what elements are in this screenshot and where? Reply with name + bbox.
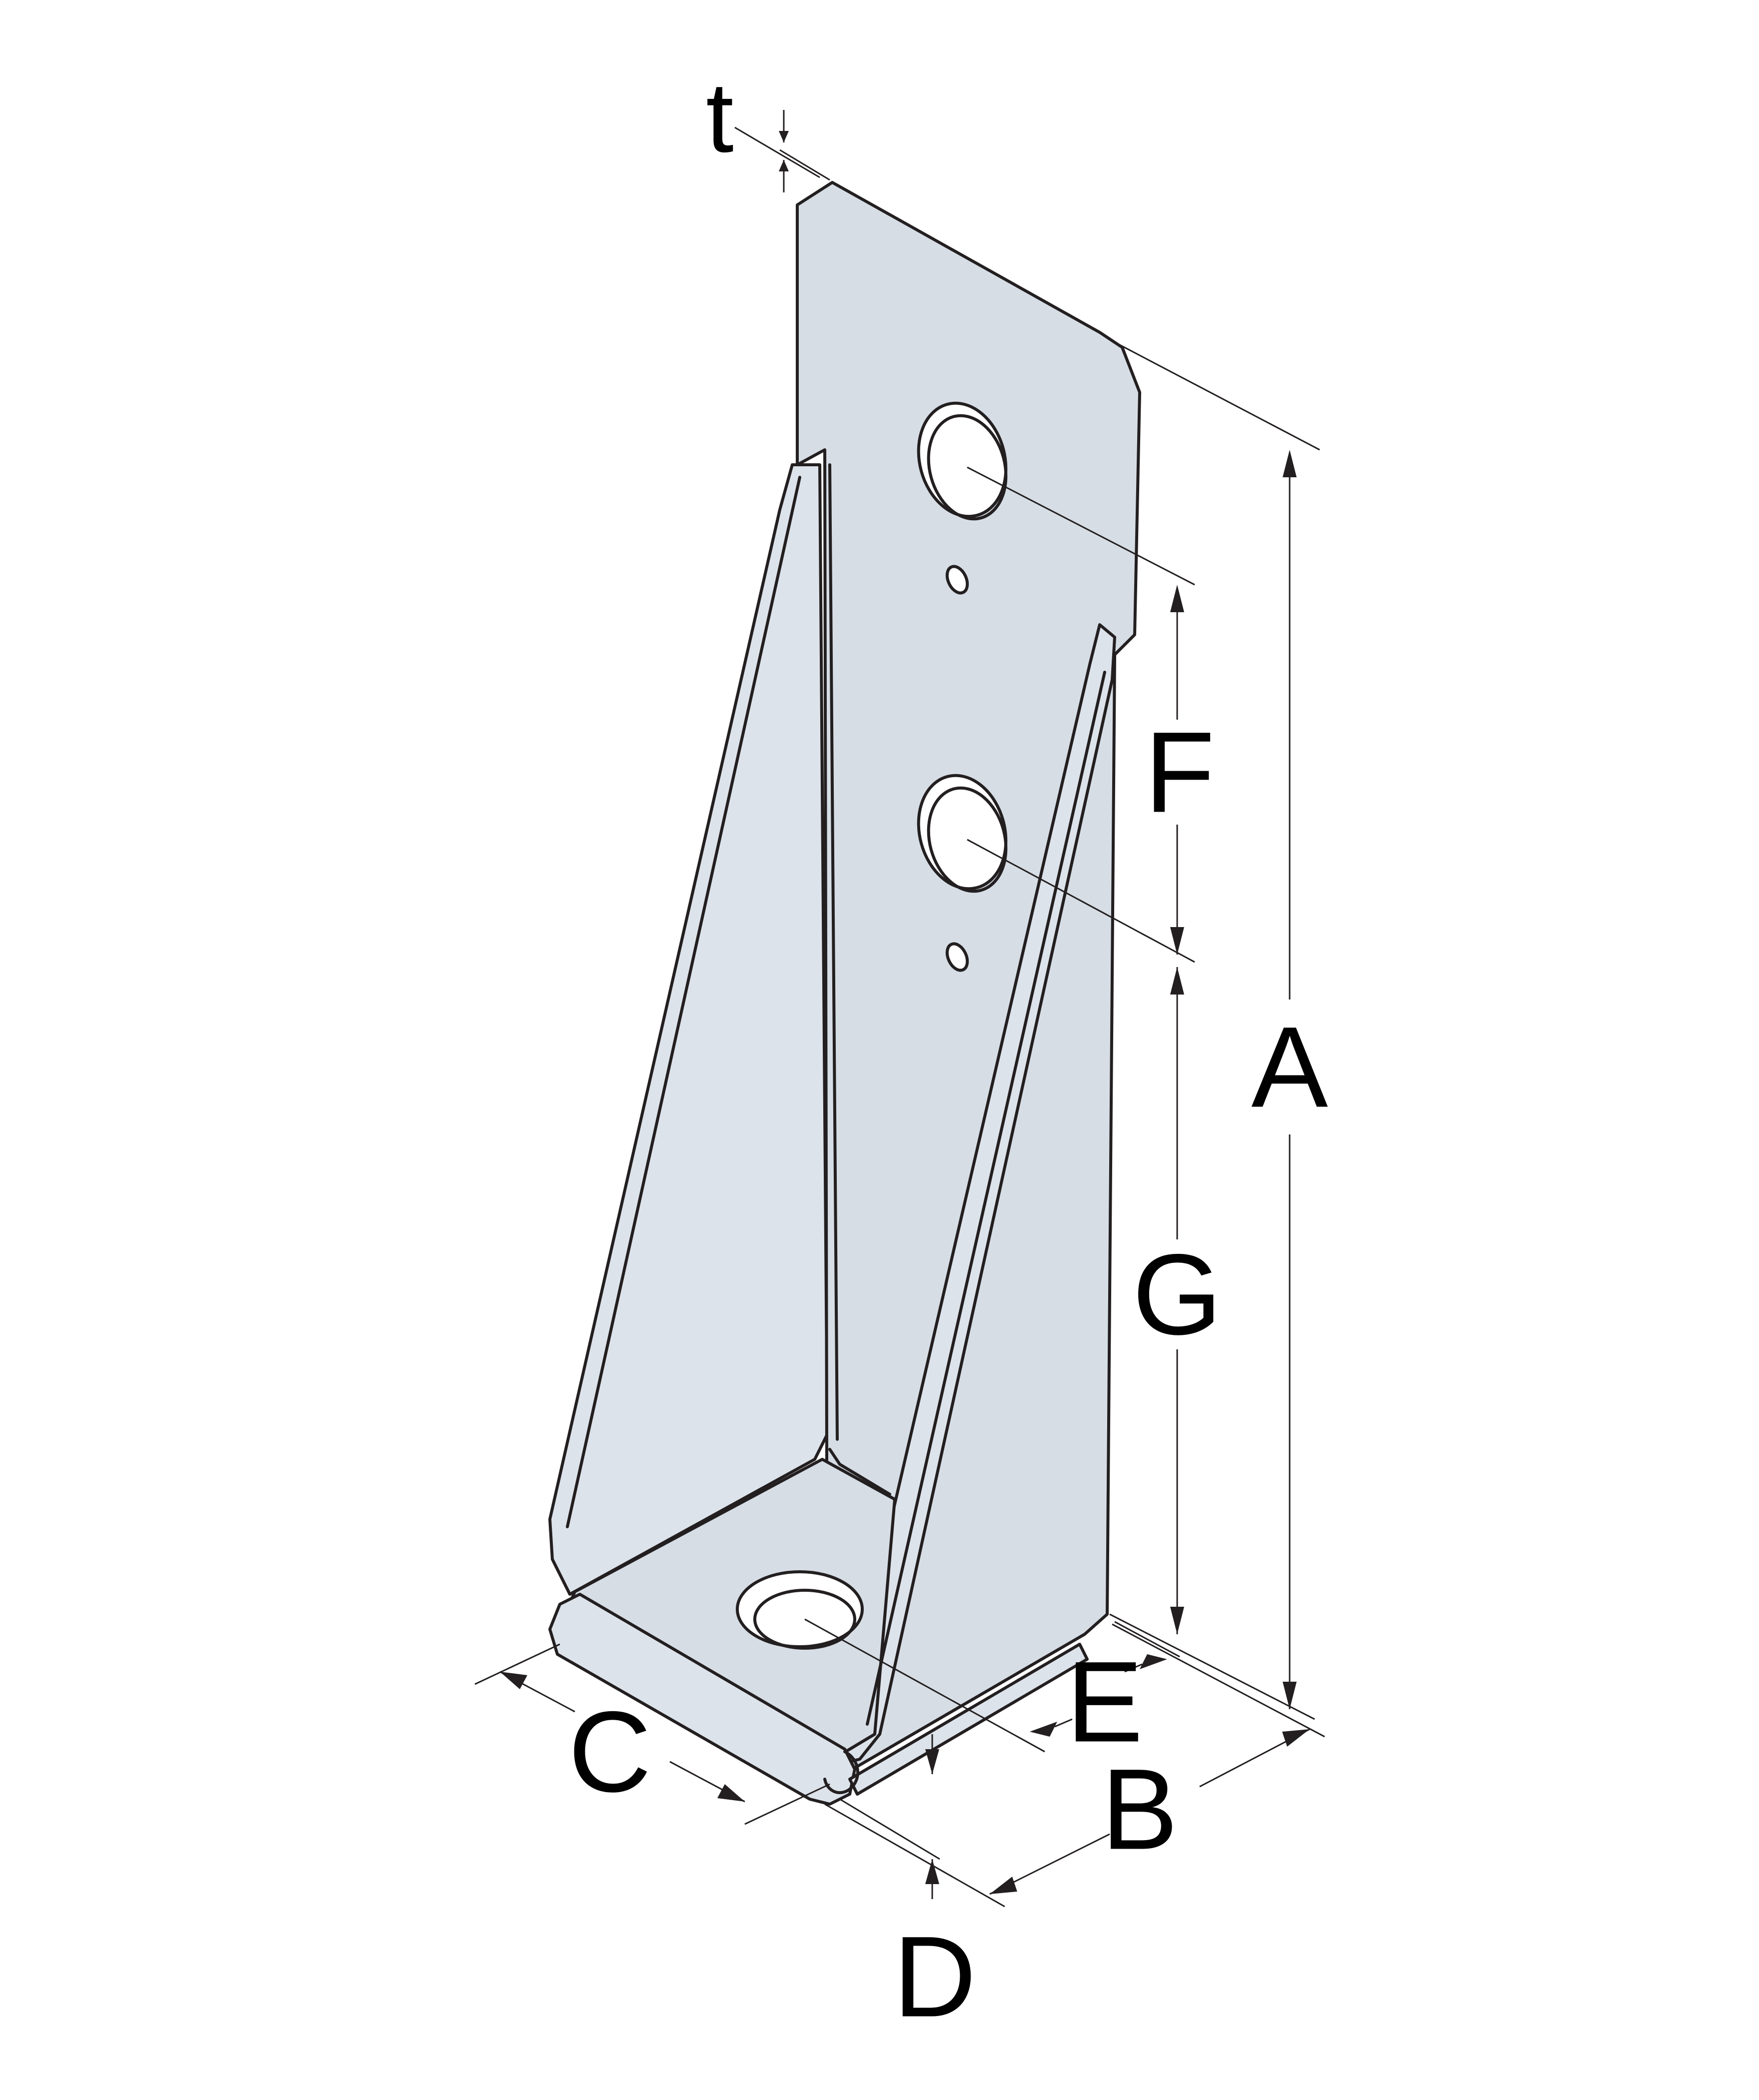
right-flange-inner-edge (866, 671, 1106, 1726)
back-plate (796, 181, 1141, 1778)
bottom-lip-strip (848, 1643, 1089, 1796)
back-inner-edge (828, 463, 839, 1441)
label-t: t (706, 62, 734, 173)
dimension-lines (474, 110, 1325, 1908)
label-B: B (1101, 1745, 1178, 1874)
seat-anchor-hole-thread (753, 1589, 856, 1650)
lip-curl (823, 1750, 859, 1795)
left-flange-inner-edge (566, 476, 801, 1528)
upper-bolt-hole (917, 401, 1008, 518)
left-side-flange (548, 463, 829, 1596)
upper-nail-hole (945, 565, 969, 595)
seat-anchor-hole (736, 1570, 864, 1648)
seat-front-lip (548, 1593, 856, 1806)
label-A: A (1251, 1003, 1328, 1131)
upper-bolt-hole-depth (927, 414, 1008, 521)
label-E: E (1066, 1638, 1143, 1766)
label-D: D (893, 1913, 976, 2041)
bracket-body (548, 181, 1141, 1806)
label-C: C (568, 1688, 651, 1816)
dimension-labels: t F A G E B C D (568, 62, 1328, 2041)
lower-bolt-hole (917, 774, 1008, 891)
seat-back-fold (828, 1448, 891, 1496)
right-side-flange (838, 623, 1116, 1766)
lower-nail-hole (945, 942, 969, 972)
label-G: G (1133, 1230, 1222, 1359)
lower-bolt-hole-depth (927, 786, 1008, 893)
label-F: F (1145, 708, 1215, 837)
